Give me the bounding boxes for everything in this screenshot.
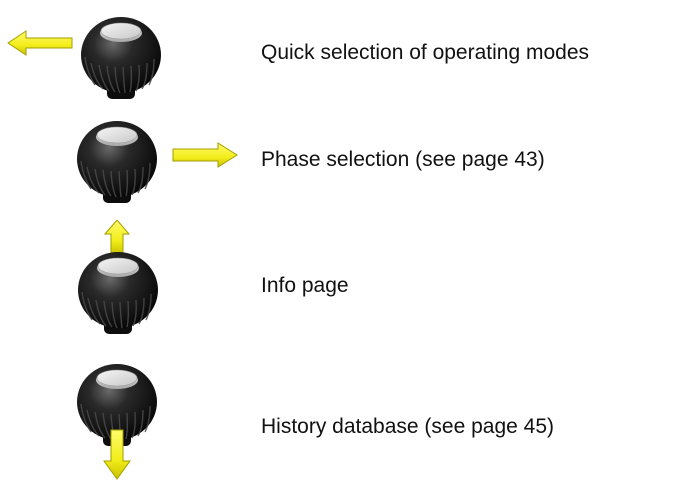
knob-row-phase-selection: Phase selection (see page 43)	[0, 110, 678, 220]
knob-row-quick-selection: Quick selection of operating modes	[0, 0, 678, 110]
knob-row-info-page: Info page	[0, 220, 678, 350]
arrow-up-icon	[103, 220, 131, 255]
mode-description-label: Quick selection of operating modes	[261, 41, 590, 64]
arrow-down-icon	[103, 429, 131, 480]
knob-illustration	[76, 120, 238, 204]
knob-illustration	[76, 363, 158, 480]
knob-row-history-database: History database (see page 45)	[0, 350, 678, 483]
knob-illustration	[7, 16, 162, 100]
arrow-left-icon	[7, 30, 73, 56]
mode-description-label: Info page	[261, 274, 349, 297]
arrow-right-icon	[172, 142, 238, 168]
mode-description-label: Phase selection (see page 43)	[261, 148, 545, 171]
knob-illustration	[77, 220, 159, 335]
mode-description-label: History database (see page 45)	[261, 415, 555, 438]
